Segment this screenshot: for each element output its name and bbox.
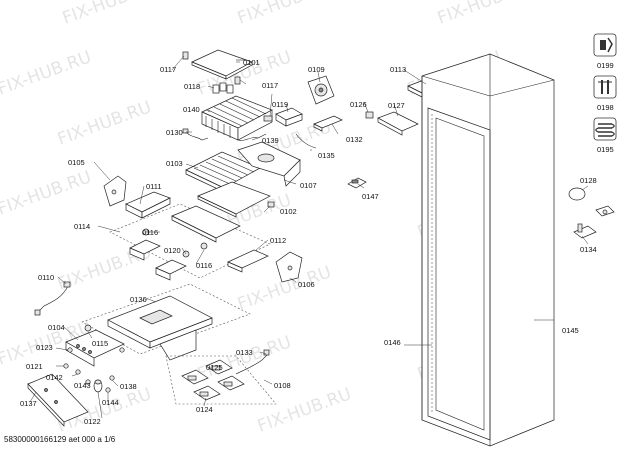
label-0111: 0111: [146, 182, 162, 191]
label-0120: 0120: [164, 246, 181, 255]
label-0119: 0119: [272, 100, 288, 109]
watermark: FIX-HUB.RU: [60, 0, 159, 29]
part-0117-clips: [182, 51, 241, 85]
label-0124: 0124: [196, 405, 213, 414]
label-0147: 0147: [362, 192, 379, 201]
label-0125: 0125: [206, 363, 223, 372]
label-0109: 0109: [308, 65, 325, 74]
label-0107: 0107: [300, 181, 317, 190]
label-0133: 0133: [236, 348, 253, 357]
part-0140-evaporator: [201, 95, 273, 141]
label-0145: 0145: [562, 326, 579, 335]
label-0114: 0114: [74, 222, 90, 231]
part-0132-bar: [313, 115, 343, 132]
label-0113: 0113: [390, 65, 406, 74]
label-0137: 0137: [20, 399, 37, 408]
part-0107-fan-housing: [237, 141, 301, 187]
label-0121: 0121: [26, 362, 43, 371]
label-0146: 0146: [384, 338, 401, 347]
label-0144: 0144: [102, 398, 119, 407]
label-0139: 0139: [262, 136, 279, 145]
part-0105-bracket: [103, 175, 127, 207]
label-0117: 0117: [262, 81, 278, 90]
part-0106-bracket: [275, 251, 303, 283]
label-0143: 0143: [74, 381, 91, 390]
watermark: FIX-HUB.RU: [195, 332, 294, 384]
callout-labels: 0117 0101 0118 0117 0140 0130 0139 0103 …: [20, 58, 614, 426]
part-0135-hose: [295, 133, 317, 149]
part-0112-duct: [227, 249, 269, 273]
part-0127-strip: [377, 111, 419, 136]
part-0110-wire: [34, 281, 71, 316]
part-0102-plate: [197, 181, 275, 218]
label-0115: 0115: [92, 339, 108, 348]
label-0118: 0118: [184, 82, 200, 91]
part-0136-bracket: [107, 295, 213, 361]
leader-lines: [29, 55, 589, 419]
label-0116: 0116: [196, 261, 212, 270]
label-0198: 0198: [597, 103, 614, 112]
part-0108-filters: [165, 355, 277, 405]
part-0115-knob: [84, 324, 92, 332]
document-footer: 58300000166129 aet 000 a 1/6: [4, 435, 116, 444]
watermark: FIX-HUB.RU: [0, 47, 94, 99]
label-0199: 0199: [597, 61, 614, 70]
watermark: FIX-HUB.RU: [235, 0, 334, 29]
part-0119-connector: [275, 107, 303, 127]
label-0122: 0122: [84, 417, 101, 426]
label-0102: 0102: [280, 207, 297, 216]
part-0101-cover: [191, 49, 253, 80]
label-0130: 0130: [166, 128, 183, 137]
label-0106: 0106: [298, 280, 315, 289]
label-0105: 0105: [68, 158, 85, 167]
part-central-bar: [171, 205, 241, 243]
label-0138: 0138: [120, 382, 137, 391]
label-0103: 0103: [166, 159, 183, 168]
label-0136: 0136: [130, 295, 147, 304]
part-0126-switch: [365, 111, 374, 119]
part-screws: [63, 347, 125, 393]
part-0134-hinge: [573, 205, 615, 239]
part-0104-panel: [65, 329, 125, 367]
label-0195: 0195: [597, 145, 614, 154]
part-0147-clip: [347, 177, 367, 189]
part-cabinet: [421, 53, 555, 447]
part-0109-fan: [307, 75, 335, 105]
icon-0195: [593, 117, 617, 141]
label-0108: 0108: [274, 381, 291, 390]
label-0132: 0132: [346, 135, 363, 144]
watermark: FIX-HUB.RU: [0, 167, 94, 219]
part-0137-strip: [27, 373, 89, 427]
label-0142: 0142: [46, 373, 63, 382]
label-0101: 0101: [243, 58, 260, 67]
part-0128-ring: [568, 187, 586, 201]
label-0110: 0110: [38, 273, 54, 282]
label-0116: 0116: [142, 228, 158, 237]
label-0127: 0127: [388, 101, 405, 110]
part-0122-knob: [93, 379, 103, 393]
part-0130-wire: [182, 128, 209, 141]
watermark: FIX-HUB.RU: [435, 0, 534, 29]
label-0126: 0126: [350, 100, 367, 109]
icon-0198: [593, 75, 617, 99]
watermark: FIX-HUB.RU: [55, 97, 154, 149]
label-0140: 0140: [183, 105, 200, 114]
label-0135: 0135: [318, 151, 335, 160]
label-0134: 0134: [580, 245, 597, 254]
label-0112: 0112: [270, 236, 286, 245]
label-0104: 0104: [48, 323, 65, 332]
part-0111-duct: [125, 191, 171, 219]
label-0128: 0128: [580, 176, 597, 185]
icon-0199: [593, 33, 617, 57]
part-0118-blocks: [212, 82, 234, 94]
part-0133-wire: [235, 349, 270, 375]
label-0123: 0123: [36, 343, 53, 352]
watermark: FIX-HUB.RU: [255, 384, 354, 436]
label-0117: 0117: [160, 65, 176, 74]
